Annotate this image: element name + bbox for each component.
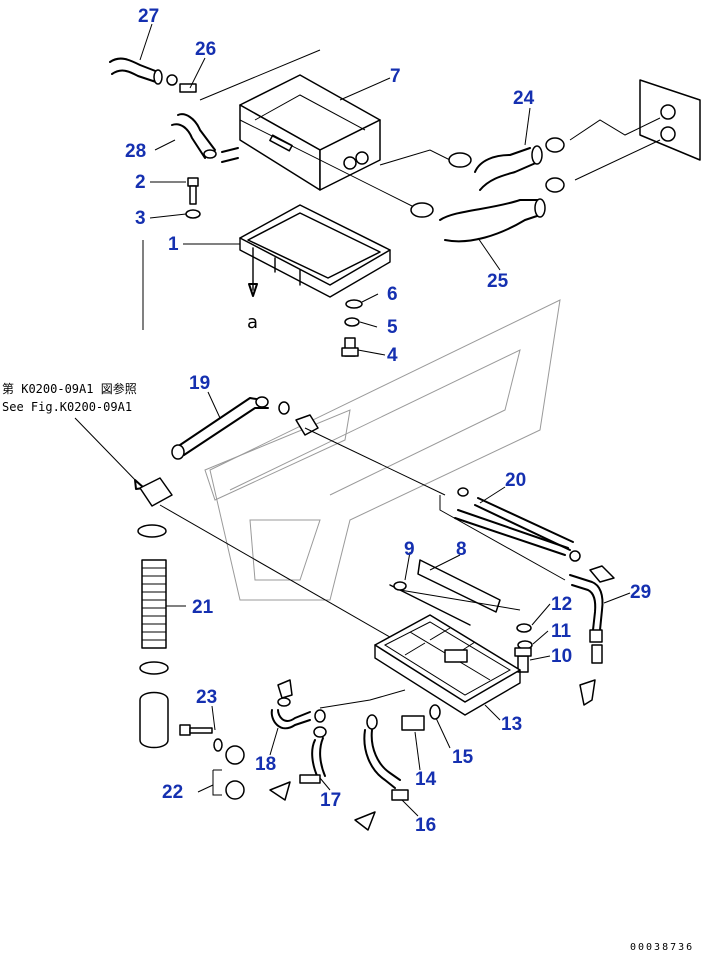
lock-washer-5 <box>344 317 360 327</box>
label-17: 17 <box>320 790 341 811</box>
hose-28 <box>177 113 216 151</box>
label-1: 1 <box>168 234 179 255</box>
label-13: 13 <box>501 714 522 735</box>
washer-15 <box>429 704 441 720</box>
bolt-14 <box>401 715 425 731</box>
label-15: 15 <box>452 747 474 768</box>
leader-lines <box>139 23 631 817</box>
label-5: 5 <box>387 317 398 338</box>
hose-27 <box>109 57 159 73</box>
hose-17 <box>269 726 327 801</box>
grommet-lower <box>225 780 245 800</box>
clamp-upper <box>137 524 167 538</box>
clamp-lower <box>139 661 169 675</box>
label-2: 2 <box>135 172 146 193</box>
label-21: 21 <box>192 597 214 618</box>
washer-12 <box>516 623 532 633</box>
label-9: 9 <box>404 539 415 560</box>
label-12: 12 <box>551 594 572 615</box>
hose-24 <box>448 137 565 191</box>
label-20: 20 <box>505 470 526 491</box>
label-27: 27 <box>138 6 159 27</box>
clamp-26 <box>166 74 178 86</box>
battery-box-7 <box>239 74 381 191</box>
hose-19 <box>171 396 290 460</box>
drawing-code: 00038736 <box>630 942 694 953</box>
reference-note-jp: 第 K0200-09A1 図参照 <box>2 381 137 396</box>
rod-20 <box>454 497 615 583</box>
duct-fitting <box>139 477 173 507</box>
tray-13 <box>374 614 521 716</box>
bolt-22 <box>179 724 223 752</box>
label-11: 11 <box>551 621 572 642</box>
bracket-8 <box>389 559 501 626</box>
label-6: 6 <box>387 284 398 305</box>
filter-element <box>139 691 169 749</box>
label-25: 25 <box>487 271 509 292</box>
label-8: 8 <box>456 539 467 560</box>
hose-21 <box>141 559 167 649</box>
label-28: 28 <box>125 141 146 162</box>
bolt-4 <box>341 337 359 357</box>
hose-18 <box>270 679 326 730</box>
label-10: 10 <box>551 646 572 667</box>
label-7: 7 <box>390 66 401 87</box>
washer-9 <box>393 581 407 591</box>
connection-marker-a: a <box>247 312 258 333</box>
reference-note-en: See Fig.K0200-09A1 <box>2 400 132 414</box>
label-4: 4 <box>387 345 398 366</box>
hose-29 <box>569 574 604 706</box>
hose-16 <box>354 714 409 831</box>
hose-25 <box>410 177 565 243</box>
label-19: 19 <box>189 373 210 394</box>
label-14: 14 <box>415 769 437 790</box>
label-23: 23 <box>196 687 217 708</box>
washer-6 <box>345 299 363 309</box>
bolt-10 <box>514 647 532 673</box>
watermark-logo <box>204 299 561 601</box>
grommet-upper <box>225 745 245 765</box>
label-16: 16 <box>415 815 436 836</box>
heater-connection <box>639 79 701 161</box>
label-29: 29 <box>630 582 651 603</box>
label-22: 22 <box>162 782 183 803</box>
label-3: 3 <box>135 208 146 229</box>
bolt-2 <box>187 177 199 205</box>
label-24: 24 <box>513 88 535 109</box>
label-26: 26 <box>195 39 216 60</box>
washer-3 <box>185 209 201 219</box>
label-18: 18 <box>255 754 276 775</box>
part-number-labels: 27 26 7 24 28 2 3 1 25 6 5 4 19 20 8 9 2… <box>125 6 651 836</box>
bracket-1 <box>239 204 391 298</box>
